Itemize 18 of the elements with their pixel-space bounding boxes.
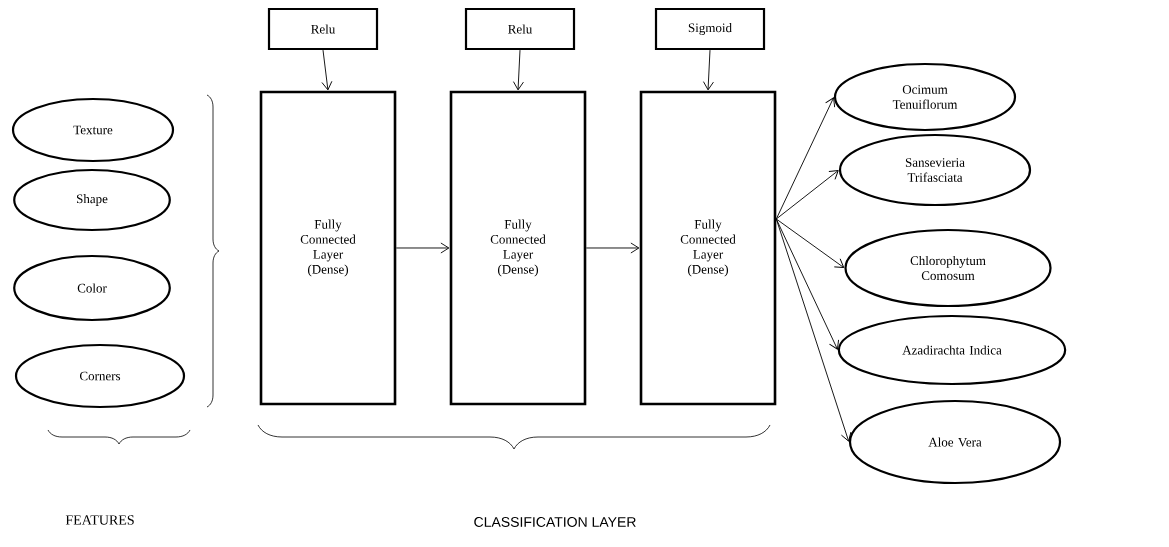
arrow <box>321 49 333 91</box>
arrow <box>395 242 450 254</box>
arrow <box>775 218 852 442</box>
arrow <box>585 242 640 254</box>
arrow <box>775 218 839 350</box>
activation-box: Relu <box>464 7 576 51</box>
arrow <box>703 49 714 91</box>
arrow <box>513 49 524 91</box>
caption-label: CLASSIFICATION LAYER <box>474 517 636 527</box>
caption-label: FEATURES <box>65 515 134 525</box>
arrow <box>775 170 839 220</box>
arrow <box>775 97 836 220</box>
activation-box: Sigmoid <box>654 7 766 51</box>
layer-box: Fully Connected Layer (Dense) <box>259 90 397 406</box>
layer-box: Fully Connected Layer (Dense) <box>639 90 777 406</box>
layer-box: Fully Connected Layer (Dense) <box>449 90 587 406</box>
activation-box: Relu <box>267 7 379 51</box>
arrow <box>775 218 845 268</box>
